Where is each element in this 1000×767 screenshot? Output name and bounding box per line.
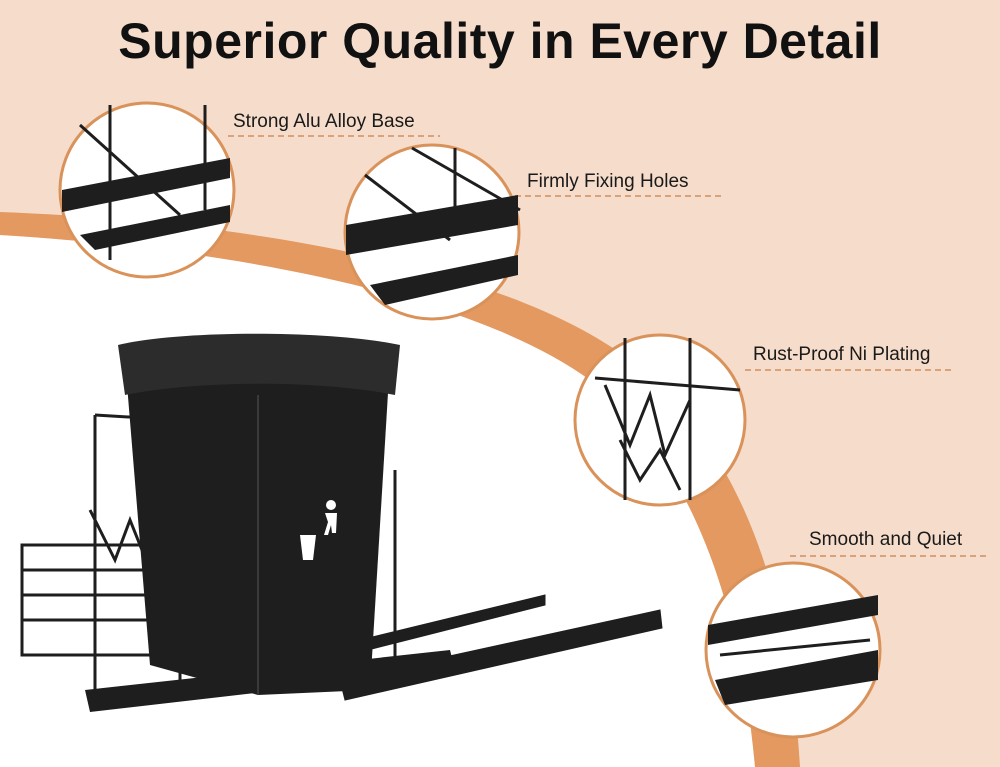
feature-label-alloy-base: Strong Alu Alloy Base <box>233 111 415 132</box>
product-pull-out-bin <box>20 333 663 712</box>
feature-label-smooth-quiet: Smooth and Quiet <box>809 529 963 550</box>
detail-circle-4 <box>704 561 882 739</box>
leader-lines <box>228 135 990 557</box>
detail-circle-2 <box>343 143 521 321</box>
page-title: Superior Quality in Every Detail <box>118 13 882 69</box>
orange-arc <box>0 212 800 767</box>
feature-label-ni-plating: Rust-Proof Ni Plating <box>753 344 931 365</box>
feature-label-fixing-holes: Firmly Fixing Holes <box>527 171 689 192</box>
trash-icon <box>300 500 337 560</box>
detail-circle-1 <box>58 101 236 279</box>
detail-circle-3 <box>573 333 747 507</box>
